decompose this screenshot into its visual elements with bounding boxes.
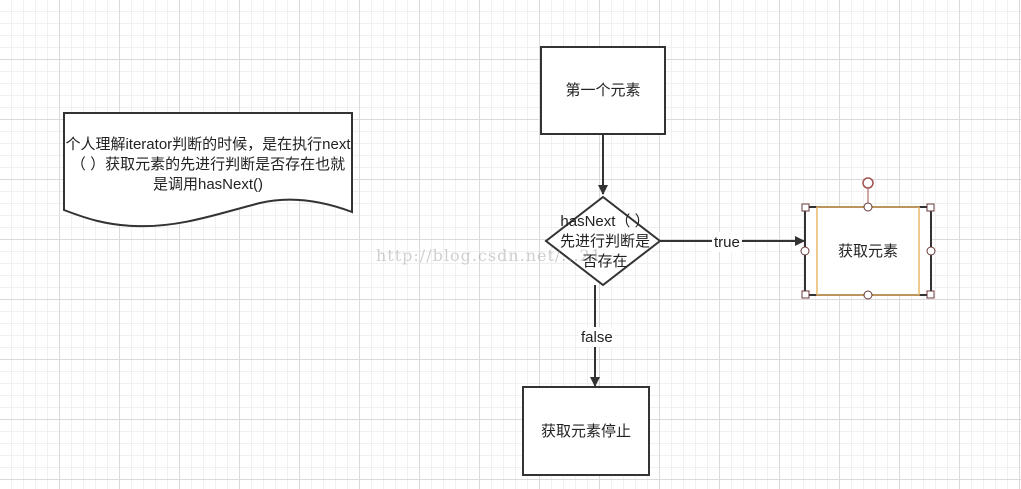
- connection-point-right[interactable]: [926, 246, 936, 256]
- rotate-handle[interactable]: [862, 177, 874, 189]
- stop-node-shape[interactable]: [522, 386, 650, 476]
- connection-point-left[interactable]: [800, 246, 810, 256]
- resize-handle-bottom-left[interactable]: [801, 290, 810, 299]
- stop-node-label: 获取元素停止: [540, 422, 631, 440]
- note-text: 个人理解iterator判断的时候，是在执行next（ ）获取元素的先进行判断是…: [65, 136, 351, 193]
- start-node-shape[interactable]: [540, 46, 666, 135]
- note-shape[interactable]: [63, 112, 353, 228]
- resize-handle-bottom-right[interactable]: [926, 290, 935, 299]
- decision-node-label: hasNext（ ）先进行判断是否存在: [560, 213, 651, 270]
- true-edge-label: true: [712, 232, 742, 252]
- get-node-label: 获取元素: [837, 242, 898, 260]
- resize-handle-top-left[interactable]: [801, 203, 810, 212]
- connection-point-top[interactable]: [863, 202, 873, 212]
- false-edge-label: false: [579, 327, 615, 347]
- decision-node-shape[interactable]: [544, 195, 662, 287]
- watermark: http://blog.csdn.net/...21: [376, 246, 602, 265]
- connection-point-bottom[interactable]: [863, 290, 873, 300]
- start-node-label: 第一个元素: [565, 82, 641, 99]
- resize-handle-top-right[interactable]: [926, 203, 935, 212]
